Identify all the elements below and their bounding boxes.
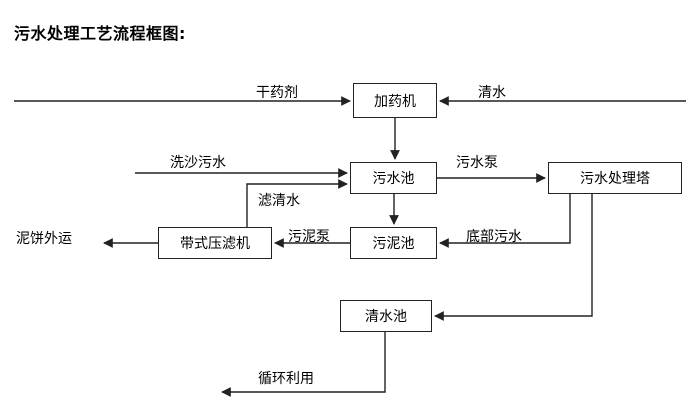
node-belt-filter-press-label: 带式压滤机 — [180, 236, 250, 252]
node-treatment-tower[interactable]: 污水处理塔 — [548, 162, 682, 194]
edge-filtered-water-to-wastewater-pool — [246, 179, 348, 227]
edge-label-bottom-wastewater: 底部污水 — [466, 229, 522, 245]
edge-treatment-tower-to-clean-water-pool — [434, 194, 593, 321]
node-wastewater-pool[interactable]: 污水池 — [350, 162, 437, 194]
node-sludge-pool-label: 污泥池 — [372, 236, 415, 252]
node-belt-filter-press[interactable]: 带式压滤机 — [158, 227, 272, 259]
node-clean-water-pool[interactable]: 清水池 — [340, 300, 432, 332]
edge-label-clean-water-input: 清水 — [478, 85, 506, 101]
edge-treatment-tower-to-sludge-pool — [439, 194, 571, 248]
edge-label-dry-chemical: 干药剂 — [256, 85, 298, 101]
node-wastewater-pool-label: 污水池 — [372, 171, 415, 187]
edge-label-sludge-pump: 污泥泵 — [288, 229, 330, 245]
node-clean-water-pool-label: 清水池 — [365, 309, 407, 325]
edge-clean-water-pool-recycle — [221, 332, 386, 397]
edge-label-recycle-reuse: 循环利用 — [258, 371, 314, 387]
edge-label-sand-wash-wastewater: 洗沙污水 — [170, 155, 226, 171]
node-treatment-tower-label: 污水处理塔 — [580, 171, 650, 187]
node-sludge-pool[interactable]: 污泥池 — [350, 227, 437, 259]
node-dosing-machine-label: 加药机 — [374, 93, 416, 110]
terminal-mud-cake-output: 泥饼外运 — [16, 231, 72, 247]
page-title: 污水处理工艺流程框图: — [14, 24, 186, 43]
edge-label-filtered-clear-water: 滤清水 — [258, 193, 300, 209]
edge-label-wastewater-pump: 污水泵 — [456, 155, 498, 171]
node-dosing-machine[interactable]: 加药机 — [353, 83, 437, 118]
